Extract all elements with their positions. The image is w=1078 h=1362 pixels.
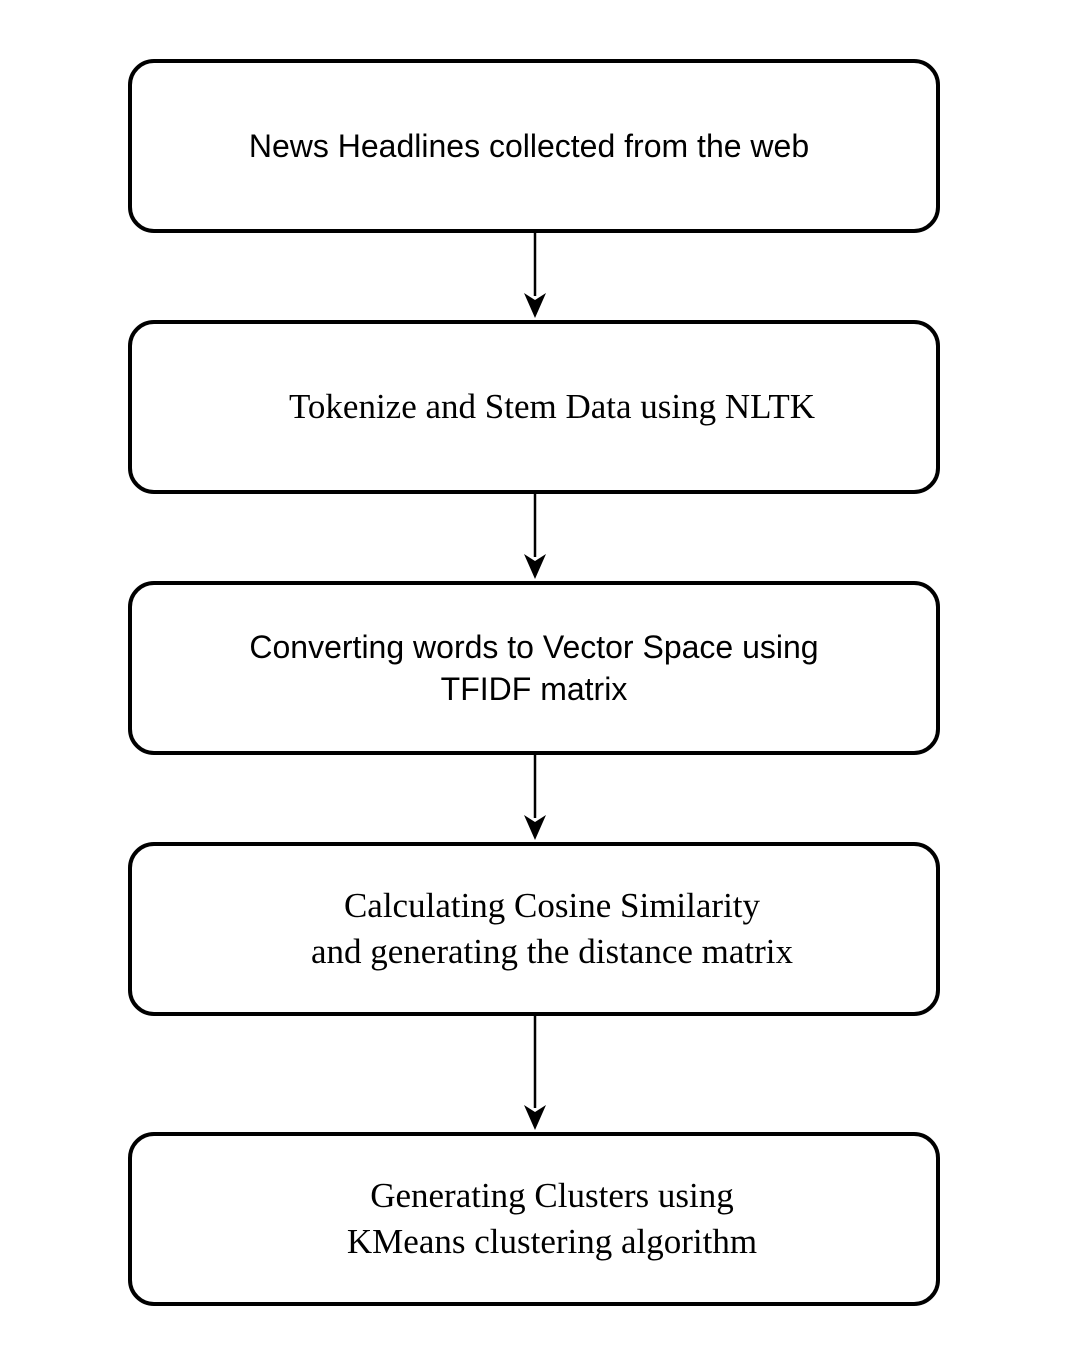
arrow-3-to-4 (524, 755, 546, 840)
step-label: Calculating Cosine Similarity and genera… (310, 886, 794, 971)
step-label: Converting words to Vector Space using T… (249, 629, 819, 707)
step-collect-headlines: News Headlines collected from the web (128, 59, 940, 233)
step-tokenize-stem: Tokenize and Stem Data using NLTK (128, 320, 940, 494)
arrow-2-to-3 (524, 494, 546, 579)
step-cosine-similarity: Calculating Cosine Similarity and genera… (128, 842, 940, 1016)
step-label: Generating Clusters using KMeans cluster… (346, 1176, 758, 1261)
step-label: News Headlines collected from the web (248, 128, 810, 164)
arrow-4-to-5 (524, 1016, 546, 1130)
step-kmeans-clusters: Generating Clusters using KMeans cluster… (128, 1132, 940, 1306)
step-vectorize-tfidf: Converting words to Vector Space using T… (128, 581, 940, 755)
arrow-1-to-2 (524, 233, 546, 318)
step-label: Tokenize and Stem Data using NLTK (288, 387, 815, 426)
